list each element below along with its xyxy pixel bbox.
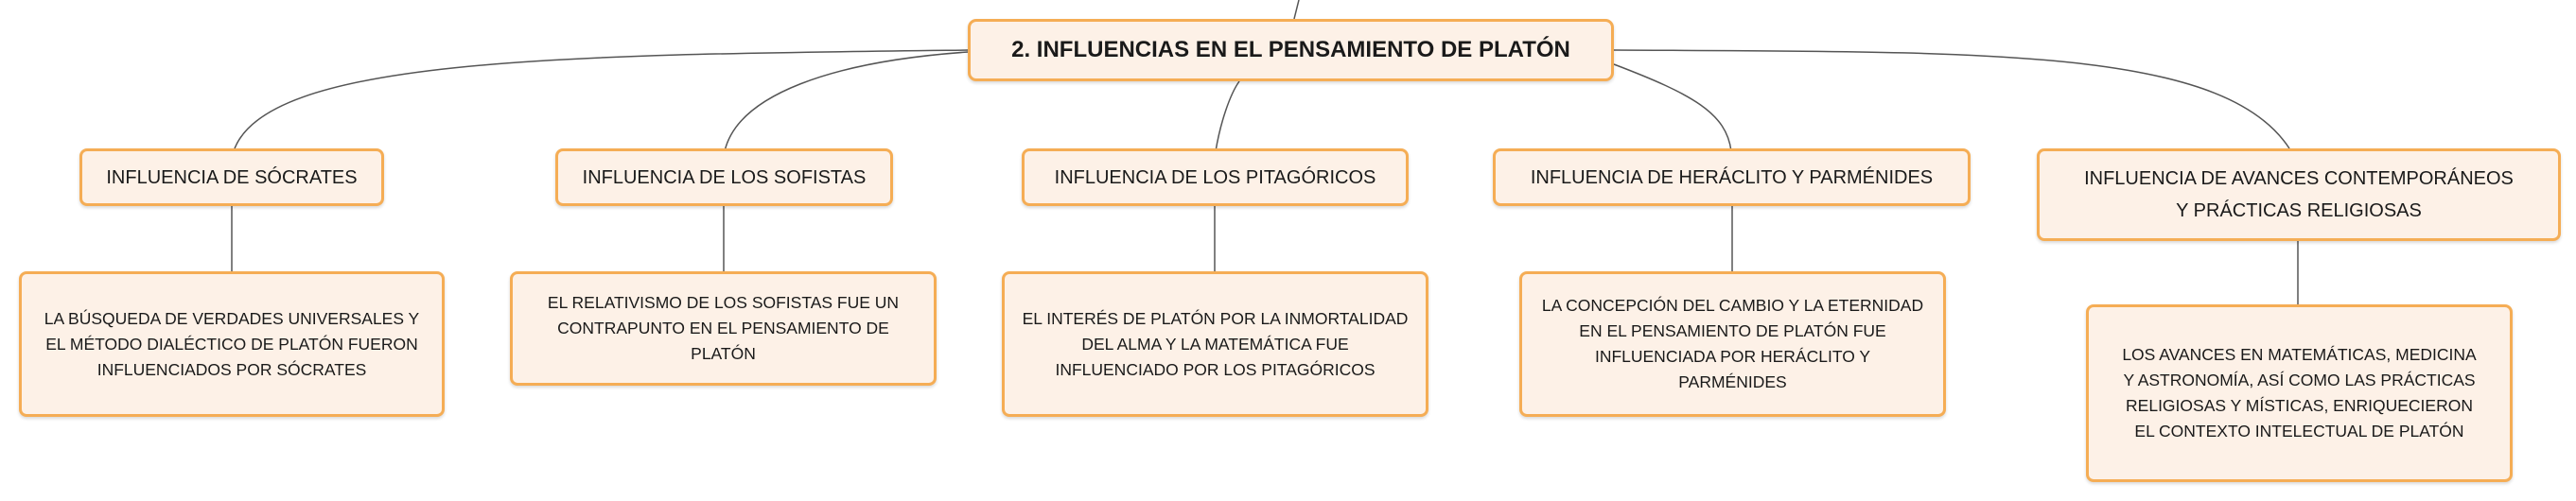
branch-avances-religiosas[interactable]: INFLUENCIA DE AVANCES CONTEMPORÁNEOS Y P… xyxy=(2037,148,2561,241)
detail-text: LOS AVANCES EN MATEMÁTICAS, MEDICINA Y A… xyxy=(2122,345,2477,441)
branch-title: INFLUENCIA DE LOS SOFISTAS xyxy=(582,166,867,188)
detail-avances-religiosas[interactable]: LOS AVANCES EN MATEMÁTICAS, MEDICINA Y A… xyxy=(2086,304,2513,482)
detail-text: EL RELATIVISMO DE LOS SOFISTAS FUE UN CO… xyxy=(547,293,900,363)
root-node[interactable]: 2. INFLUENCIAS EN EL PENSAMIENTO DE PLAT… xyxy=(968,19,1614,81)
detail-text: LA CONCEPCIÓN DEL CAMBIO Y LA ETERNIDAD … xyxy=(1541,296,1924,391)
detail-socrates[interactable]: LA BÚSQUEDA DE VERDADES UNIVERSALES Y EL… xyxy=(19,271,445,417)
connector-root-heraclito xyxy=(1613,63,1732,152)
connector-root-pitagoricos xyxy=(1215,80,1240,152)
branch-pitagoricos[interactable]: INFLUENCIA DE LOS PITAGÓRICOS xyxy=(1022,148,1409,206)
connector-root-sofistas xyxy=(724,51,969,152)
detail-sofistas[interactable]: EL RELATIVISMO DE LOS SOFISTAS FUE UN CO… xyxy=(510,271,937,386)
branch-title: INFLUENCIA DE AVANCES CONTEMPORÁNEOS Y P… xyxy=(2084,168,2514,221)
root-label: 2. INFLUENCIAS EN EL PENSAMIENTO DE PLAT… xyxy=(1011,37,1570,62)
branch-heraclito-parmenides[interactable]: INFLUENCIA DE HERÁCLITO Y PARMÉNIDES xyxy=(1493,148,1971,206)
connector-root-avances xyxy=(1613,49,2290,149)
branch-sofistas[interactable]: INFLUENCIA DE LOS SOFISTAS xyxy=(555,148,893,206)
detail-text: LA BÚSQUEDA DE VERDADES UNIVERSALES Y EL… xyxy=(44,308,420,379)
connector-incoming xyxy=(1293,0,1300,20)
branch-title: INFLUENCIA DE LOS PITAGÓRICOS xyxy=(1054,166,1376,188)
detail-heraclito-parmenides[interactable]: LA CONCEPCIÓN DEL CAMBIO Y LA ETERNIDAD … xyxy=(1519,271,1946,417)
detail-text: EL INTERÉS DE PLATÓN POR LA INMORTALIDAD… xyxy=(1022,308,1409,379)
branch-title: INFLUENCIA DE SÓCRATES xyxy=(106,166,358,188)
branch-socrates[interactable]: INFLUENCIA DE SÓCRATES xyxy=(79,148,384,206)
detail-pitagoricos[interactable]: EL INTERÉS DE PLATÓN POR LA INMORTALIDAD… xyxy=(1002,271,1428,417)
connector-root-socrates xyxy=(233,49,969,152)
branch-title: INFLUENCIA DE HERÁCLITO Y PARMÉNIDES xyxy=(1530,166,1934,188)
